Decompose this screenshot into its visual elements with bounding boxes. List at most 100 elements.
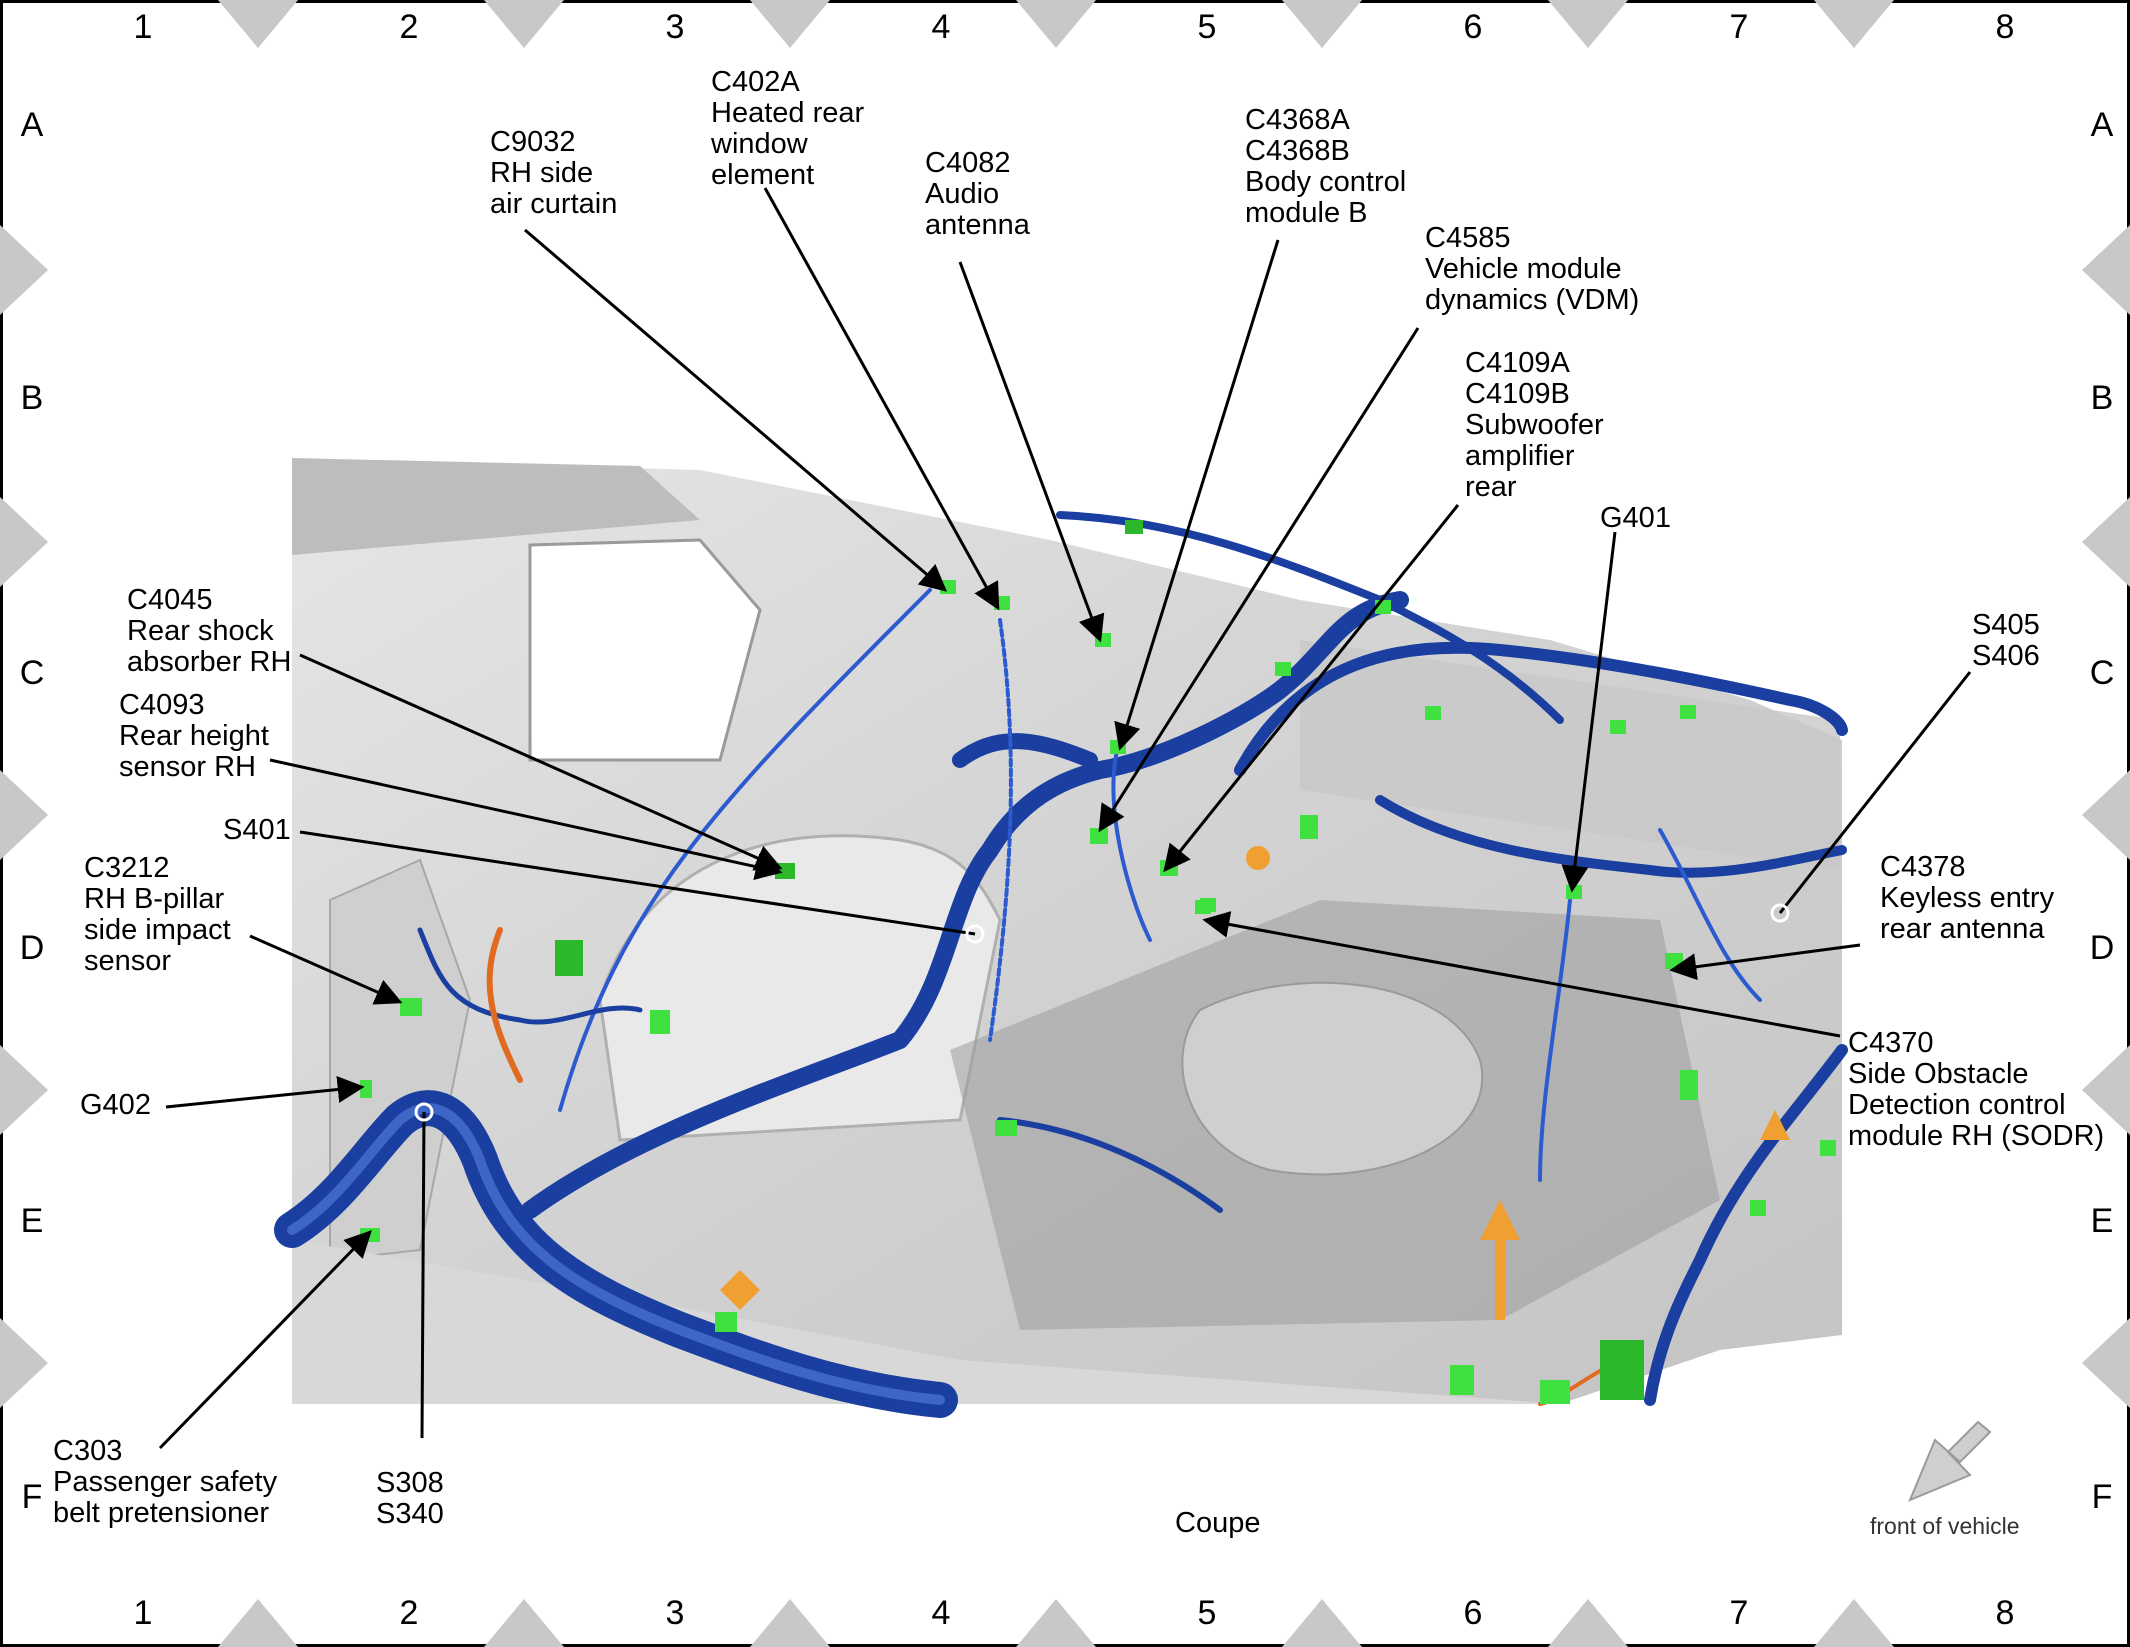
callout-line: antenna (925, 209, 1030, 241)
zone-column-4-bottom: 4 (931, 1594, 951, 1632)
thin-wire (1538, 898, 1572, 1182)
connector (1275, 662, 1291, 676)
connector (1425, 706, 1441, 720)
thin-wire (417, 927, 643, 1025)
connector (1750, 1200, 1766, 1216)
zone-marker-left (0, 770, 48, 860)
zone-column-1-bottom: 1 (133, 1594, 153, 1632)
vehicle-body-illustration (292, 458, 1842, 1404)
zone-column-5: 5 (1197, 8, 1217, 46)
callout-c303: C303 Passenger safety belt pretensioner (53, 1436, 277, 1529)
leader-c303 (158, 1230, 372, 1450)
callout-c4082: C4082 Audio antenna (925, 148, 1030, 241)
zone-marker-top (1548, 0, 1628, 48)
callout-c4109: C4109A C4109B Subwoofer amplifier rear (1465, 348, 1604, 503)
callout-s405: S405 S406 (1972, 610, 2040, 672)
connector (1680, 1070, 1698, 1100)
zone-column-4: 4 (931, 8, 951, 46)
harness-side-run (1375, 795, 1847, 878)
zone-row-c: C (19, 654, 45, 692)
callout-c3212: C3212 RH B-pillar side impact sensor (84, 853, 231, 977)
callout-line: C4370 (1848, 1027, 1934, 1059)
zone-marker-bottom (484, 1599, 564, 1647)
leader-s308 (420, 1111, 426, 1439)
zone-column-3: 3 (665, 8, 685, 46)
connector (360, 1080, 372, 1098)
main-harness-trunk-highlight (287, 1103, 945, 1405)
callout-c4368: C4368A C4368B Body control module B (1245, 105, 1406, 229)
callout-c4093: C4093 Rear height sensor RH (119, 690, 269, 783)
callout-line: Detection control (1848, 1089, 2066, 1121)
rear-floor-edge (292, 1240, 1560, 1404)
front-of-vehicle-label: front of vehicle (1870, 1513, 2020, 1539)
callout-g402: G402 (80, 1090, 151, 1121)
callout-line: Subwoofer (1465, 409, 1604, 441)
callout-line: sensor (84, 945, 172, 977)
callout-line: C4093 (119, 689, 205, 721)
callout-line: dynamics (VDM) (1425, 284, 1640, 316)
callout-line: C402A (711, 66, 800, 98)
thin-wire (1658, 828, 1762, 1002)
zone-marker-bottom (1016, 1599, 1096, 1647)
callout-line: Rear shock (127, 615, 274, 647)
harness-upper-rail (1056, 511, 1564, 724)
harness-branch-rear (952, 733, 1098, 768)
thin-wire (988, 618, 1013, 1042)
callout-line: S340 (376, 1498, 444, 1530)
connector (1200, 898, 1216, 912)
callout-line: RH B-pillar (84, 883, 225, 915)
callout-line: S405 (1972, 609, 2040, 641)
leader-g401 (1561, 531, 1617, 893)
zone-marker-top (1814, 0, 1894, 48)
clip (1760, 1110, 1790, 1140)
callout-line: C303 (53, 1435, 123, 1467)
leader-c4045 (299, 653, 783, 871)
callout-line: window (711, 128, 808, 160)
zone-column-6: 6 (1463, 8, 1483, 46)
connector (1610, 720, 1626, 734)
callout-line: G401 (1600, 502, 1671, 534)
zone-row-f: F (21, 1478, 43, 1516)
connector (1540, 1380, 1570, 1404)
callout-line: C4368B (1245, 135, 1350, 167)
zone-marker-top (1016, 0, 1096, 48)
callout-line: element (711, 159, 815, 191)
callout-line: C4045 (127, 584, 213, 616)
leader-s401 (299, 830, 976, 936)
leader-c4370 (1202, 911, 1841, 1038)
callout-line: C4082 (925, 147, 1011, 179)
callout-line: amplifier (1465, 440, 1575, 472)
zone-marker-left (0, 497, 48, 587)
spare-tire-well (1181, 981, 1484, 1176)
callout-g401: G401 (1600, 503, 1671, 534)
harness-across-shelf (1234, 641, 1848, 776)
zone-row-a: A (20, 106, 44, 144)
leader-c4585 (1098, 327, 1420, 833)
callout-line: Vehicle module (1425, 253, 1622, 285)
zone-marker-right (2082, 1045, 2130, 1135)
zone-marker-right (2082, 1318, 2130, 1408)
callout-line: C4585 (1425, 222, 1511, 254)
connector (400, 998, 422, 1016)
connector (1160, 860, 1178, 876)
connector (1125, 520, 1143, 534)
leader-c4093 (269, 758, 783, 880)
callout-c4585: C4585 Vehicle module dynamics (VDM) (1425, 223, 1639, 316)
splice-ring-s401 (965, 924, 985, 944)
callout-s308: S308 S340 (376, 1468, 444, 1530)
connector (650, 1010, 670, 1034)
zone-marker-bottom (1814, 1599, 1894, 1647)
callout-line: Passenger safety (53, 1466, 278, 1498)
leader-c4082 (958, 261, 1105, 643)
zone-row-e-right: E (2090, 1202, 2114, 1240)
zone-marker-bottom (218, 1599, 298, 1647)
connector (1600, 1340, 1644, 1400)
zone-row-c-right: C (2089, 654, 2115, 692)
clip (1480, 1200, 1520, 1320)
callout-line: Audio (925, 178, 1000, 210)
zone-column-7: 7 (1729, 8, 1749, 46)
zone-marker-top (218, 0, 298, 48)
callout-line: rear antenna (1880, 913, 2045, 945)
